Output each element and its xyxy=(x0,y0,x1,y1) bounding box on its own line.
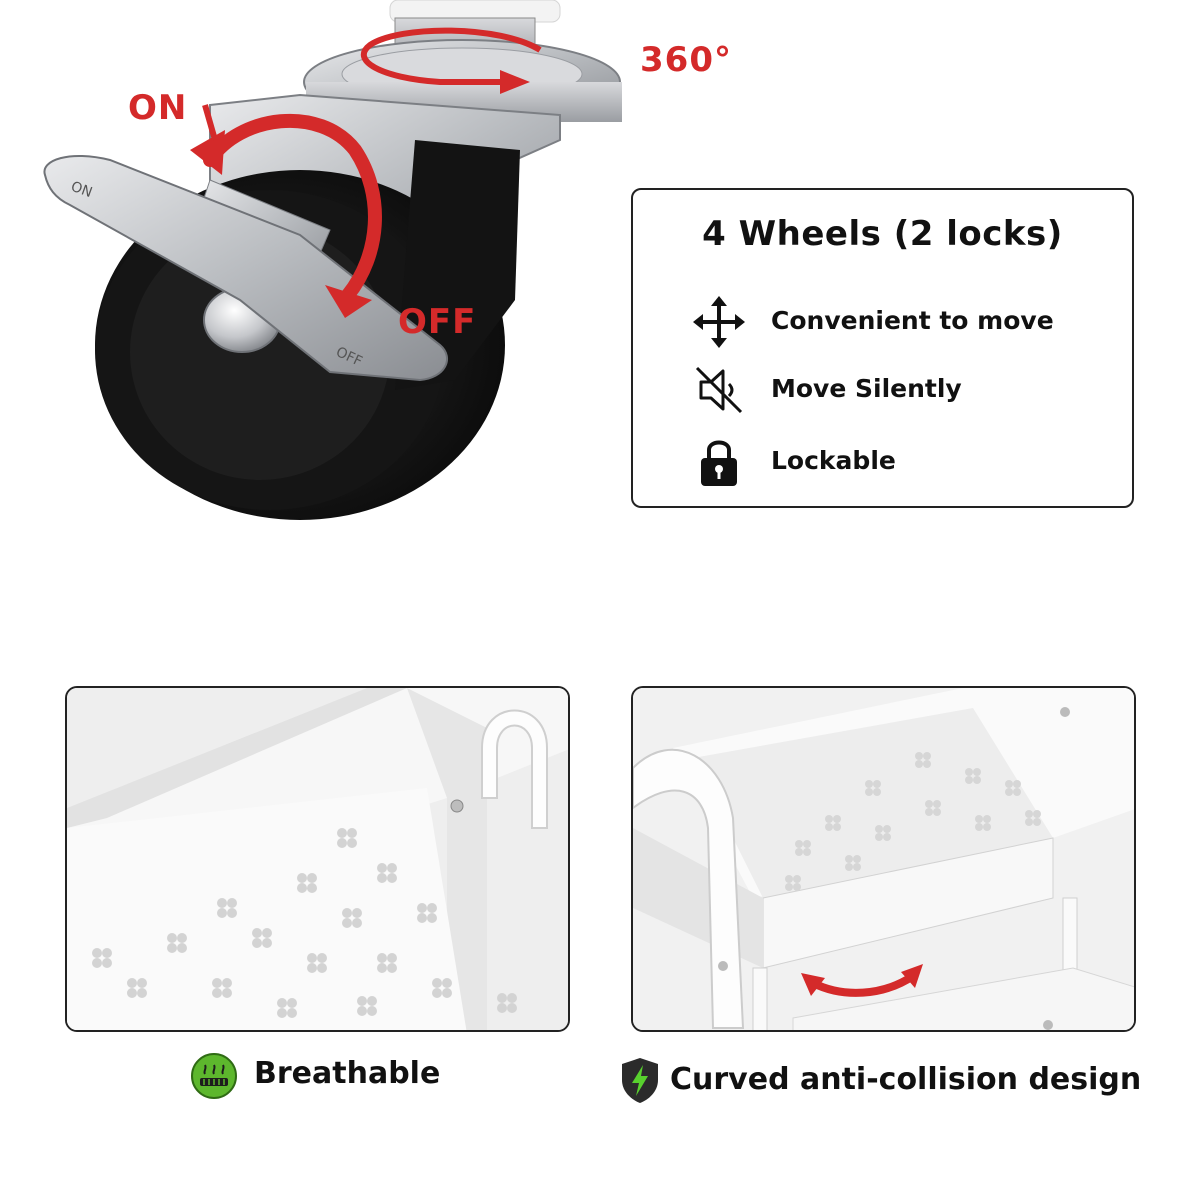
anti-collision-shelf-photo xyxy=(631,686,1136,1032)
lock-icon xyxy=(691,434,747,490)
breathable-icon xyxy=(190,1052,238,1100)
curved-edge-shelf-image xyxy=(633,688,1134,1030)
shield-bolt-icon xyxy=(620,1056,660,1104)
move-arrows-icon xyxy=(691,294,747,350)
breathable-shelf-photo xyxy=(65,686,570,1032)
rotation-360-label: 360° xyxy=(640,40,732,80)
anti-collision-caption: Curved anti-collision design xyxy=(620,1056,1180,1106)
breathable-label: Breathable xyxy=(254,1056,441,1091)
svg-text:ON: ON xyxy=(69,179,95,201)
caster-wheel-illustration: ON OFF 360° ON OFF xyxy=(0,0,731,560)
brake-off-label: OFF xyxy=(398,302,477,342)
perforated-shelf-image xyxy=(67,688,568,1030)
anti-collision-label: Curved anti-collision design xyxy=(670,1062,1142,1097)
breathable-caption: Breathable xyxy=(190,1052,590,1102)
speaker-muted-icon xyxy=(691,362,747,418)
features-title: 4 Wheels (2 locks) xyxy=(702,214,1063,254)
brake-on-label: ON xyxy=(128,88,188,128)
features-card: 4 Wheels (2 locks) Convenient to move xyxy=(631,188,1134,508)
feature-label: Convenient to move xyxy=(771,306,1054,335)
caster-wheel-image: ON OFF xyxy=(43,0,622,520)
feature-label: Lockable xyxy=(771,446,896,475)
feature-label: Move Silently xyxy=(771,374,962,403)
